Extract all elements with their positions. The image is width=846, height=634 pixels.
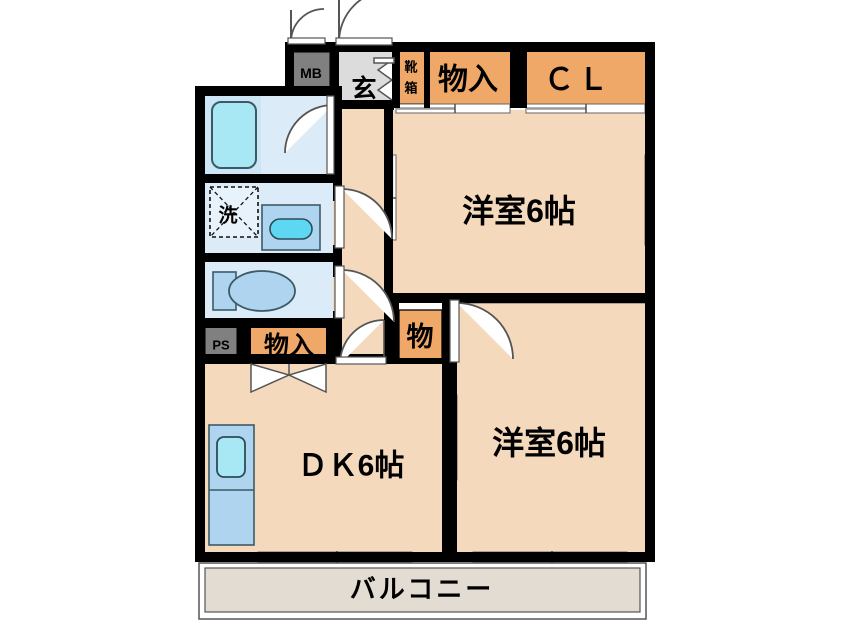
shoe-box-label-1: 靴 [404, 60, 417, 75]
pipe-space-label: PS [212, 338, 230, 353]
entrance-label: 玄 [351, 74, 376, 103]
toilet-fixture [212, 270, 296, 312]
dk-door-arc [339, 319, 385, 365]
meter-box-label: MB [300, 65, 322, 81]
shoe-box-label-2: 箱 [404, 81, 417, 96]
bedroom-north-floor [392, 110, 645, 293]
bedroom-north-label: 洋室6帖 [462, 193, 576, 229]
dk-label: ＤＫ6帖 [298, 450, 405, 483]
closet-small-label: 物 [407, 322, 434, 352]
washroom-door-arc [341, 188, 393, 240]
bathroom-door-arc [284, 104, 334, 154]
kitchen-sink [208, 424, 255, 546]
toilet-door-arc [341, 269, 395, 323]
balcony-label: バルコニー [350, 574, 494, 604]
washing-machine-pan: 洗 [209, 186, 259, 238]
shoe-box [397, 49, 427, 105]
bedroom-south-label: 洋室6帖 [492, 425, 606, 461]
closet-cl-label: ＣＬ [544, 64, 612, 97]
balcony-area [198, 562, 647, 620]
entrance-folding-door [373, 57, 395, 101]
washer-label: 洗 [218, 204, 237, 227]
folding-closet-doors-dk [250, 362, 327, 394]
bedroom-south-door-arc [456, 302, 514, 360]
bathtub [211, 101, 257, 169]
door-swings [250, 0, 514, 394]
closet-cl [526, 50, 645, 104]
walls [195, 42, 655, 562]
bedroom-south-floor [457, 303, 645, 560]
closet-north-label: 物入 [438, 64, 498, 97]
closet-north [427, 50, 510, 104]
wash-basin [261, 204, 321, 251]
